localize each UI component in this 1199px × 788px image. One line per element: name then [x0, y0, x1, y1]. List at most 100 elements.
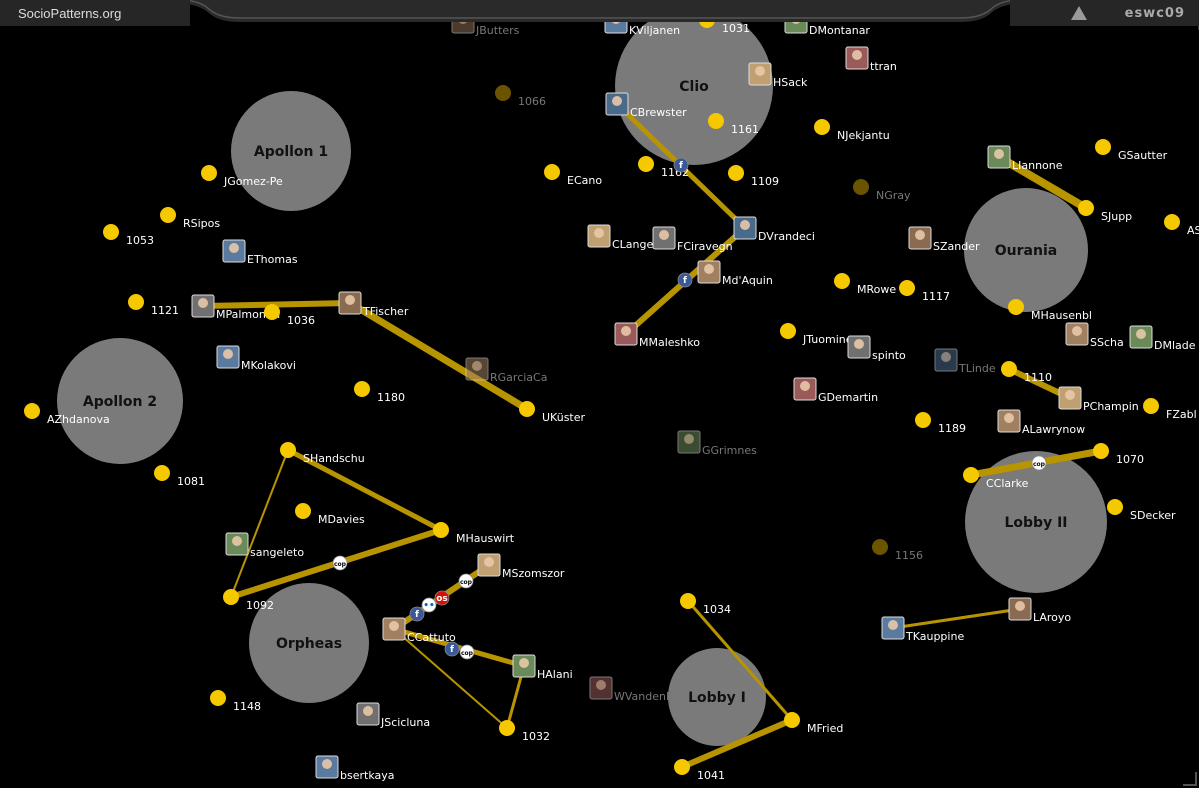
tag-dot-icon[interactable]	[784, 712, 800, 728]
node-TLinde[interactable]: TLinde	[934, 348, 996, 375]
tag-dot-icon[interactable]	[354, 381, 370, 397]
node-bsertkaya[interactable]: bsertkaya	[315, 755, 394, 782]
node-1109[interactable]: 1109	[728, 165, 779, 188]
tag-dot-icon[interactable]	[160, 207, 176, 223]
node-MDavies[interactable]: MDavies	[295, 503, 365, 526]
node-HAlani[interactable]: HAlani	[512, 654, 573, 681]
tag-dot-icon[interactable]	[872, 539, 888, 555]
node-1156[interactable]: 1156	[872, 539, 923, 562]
resize-handle[interactable]	[1183, 772, 1197, 786]
tag-dot-icon[interactable]	[24, 403, 40, 419]
node-DMladenic[interactable]: DMlade	[1129, 325, 1196, 352]
node-1110[interactable]: 1110	[1001, 361, 1052, 384]
node-1034[interactable]: 1034	[680, 593, 731, 616]
node-1148[interactable]: 1148	[210, 690, 261, 713]
node-1161[interactable]: 1161	[708, 113, 759, 136]
node-DVrandeci[interactable]: DVrandeci	[733, 216, 815, 243]
tag-dot-icon[interactable]	[295, 503, 311, 519]
tag-dot-icon[interactable]	[499, 720, 515, 736]
node-TKauppinen[interactable]: TKauppine	[881, 616, 964, 643]
node-UKuster[interactable]: UKüster	[519, 401, 586, 424]
node-NJekjantu[interactable]: NJekjantu	[814, 119, 890, 142]
node-SSchaffert[interactable]: SScha	[1065, 322, 1124, 349]
node-AS[interactable]: AS	[1164, 214, 1199, 237]
node-1189[interactable]: 1189	[915, 412, 966, 435]
node-1180[interactable]: 1180	[354, 381, 405, 404]
node-MMaleshko[interactable]: MMaleshko	[614, 322, 700, 349]
node-CCattuto[interactable]: CCattuto	[382, 617, 456, 644]
tag-dot-icon[interactable]	[853, 179, 869, 195]
node-RGarciaCa[interactable]: RGarciaCa	[465, 357, 547, 384]
node-ECano[interactable]: ECano	[544, 164, 602, 187]
node-NGray[interactable]: NGray	[853, 179, 911, 202]
node-MKolakovi[interactable]: MKolakovi	[216, 345, 296, 372]
node-SDecker[interactable]: SDecker	[1107, 499, 1176, 522]
tag-dot-icon[interactable]	[1107, 499, 1123, 515]
tag-dot-icon[interactable]	[103, 224, 119, 240]
node-1066[interactable]: 1066	[495, 85, 546, 108]
tag-dot-icon[interactable]	[201, 165, 217, 181]
node-PChampin[interactable]: PChampin	[1058, 386, 1139, 413]
node-spinto[interactable]: spinto	[847, 335, 906, 362]
node-JTuominen[interactable]: JTuominen	[780, 323, 860, 346]
node-WVandenBr[interactable]: WVandenBr	[589, 676, 679, 703]
tag-dot-icon[interactable]	[1008, 299, 1024, 315]
node-AZhdanova[interactable]: AZhdanova	[24, 403, 110, 426]
node-1092[interactable]: 1092	[223, 589, 274, 612]
node-GDemartin[interactable]: GDemartin	[793, 377, 878, 404]
tag-dot-icon[interactable]	[433, 522, 449, 538]
tag-dot-icon[interactable]	[280, 442, 296, 458]
node-MSzomszor[interactable]: MSzomszor	[477, 553, 565, 580]
tag-dot-icon[interactable]	[708, 113, 724, 129]
node-sangeleto[interactable]: sangeleto	[225, 532, 304, 559]
node-FCiravegn[interactable]: FCiravegn	[652, 226, 733, 253]
tag-dot-icon[interactable]	[1095, 139, 1111, 155]
brand-title[interactable]: SocioPatterns.org	[18, 6, 122, 21]
tag-dot-icon[interactable]	[680, 593, 696, 609]
node-CBrewster[interactable]: CBrewster	[605, 92, 687, 119]
node-JGomez-Pe[interactable]: JGomez-Pe	[201, 165, 283, 188]
node-1053[interactable]: 1053	[103, 224, 154, 247]
tag-dot-icon[interactable]	[780, 323, 796, 339]
node-ttran[interactable]: ttran	[845, 46, 897, 73]
tag-dot-icon[interactable]	[1143, 398, 1159, 414]
node-1117[interactable]: 1117	[899, 280, 950, 303]
tag-dot-icon[interactable]	[519, 401, 535, 417]
node-1121[interactable]: 1121	[128, 294, 179, 317]
tag-dot-icon[interactable]	[544, 164, 560, 180]
node-SHandschu[interactable]: SHandschu	[280, 442, 365, 465]
tag-dot-icon[interactable]	[264, 304, 280, 320]
node-RSipos[interactable]: RSipos	[160, 207, 220, 230]
node-ALawrynow[interactable]: ALawrynow	[997, 409, 1085, 436]
node-GSautter[interactable]: GSautter	[1095, 139, 1168, 162]
node-CLange[interactable]: CLange	[587, 224, 654, 251]
node-GGrimnes[interactable]: GGrimnes	[677, 430, 757, 457]
node-MHauswirt[interactable]: MHauswirt	[433, 522, 515, 545]
node-LAroyo[interactable]: LAroyo	[1008, 597, 1071, 624]
tag-dot-icon[interactable]	[495, 85, 511, 101]
tag-dot-icon[interactable]	[128, 294, 144, 310]
tag-dot-icon[interactable]	[1001, 361, 1017, 377]
node-1070[interactable]: 1070	[1093, 443, 1144, 466]
node-JSciduna[interactable]: JScicluna	[356, 702, 430, 729]
node-SZander[interactable]: SZander	[908, 226, 980, 253]
tag-dot-icon[interactable]	[1164, 214, 1180, 230]
tag-dot-icon[interactable]	[638, 156, 654, 172]
node-MdAquin[interactable]: Md'Aquin	[697, 260, 773, 287]
node-EThomas[interactable]: EThomas	[222, 239, 298, 266]
tag-dot-icon[interactable]	[899, 280, 915, 296]
node-MRowe[interactable]: MRowe	[834, 273, 896, 296]
node-MFried[interactable]: MFried	[784, 712, 843, 735]
tag-dot-icon[interactable]	[834, 273, 850, 289]
tag-dot-icon[interactable]	[1078, 200, 1094, 216]
tag-dot-icon[interactable]	[814, 119, 830, 135]
tag-dot-icon[interactable]	[210, 690, 226, 706]
node-1036[interactable]: 1036	[264, 304, 315, 327]
node-1041[interactable]: 1041	[674, 759, 725, 782]
tag-dot-icon[interactable]	[728, 165, 744, 181]
node-1032[interactable]: 1032	[499, 720, 550, 743]
node-CClarke[interactable]: CClarke	[963, 467, 1029, 490]
tag-dot-icon[interactable]	[1093, 443, 1109, 459]
node-FZablith[interactable]: FZabl	[1143, 398, 1197, 421]
